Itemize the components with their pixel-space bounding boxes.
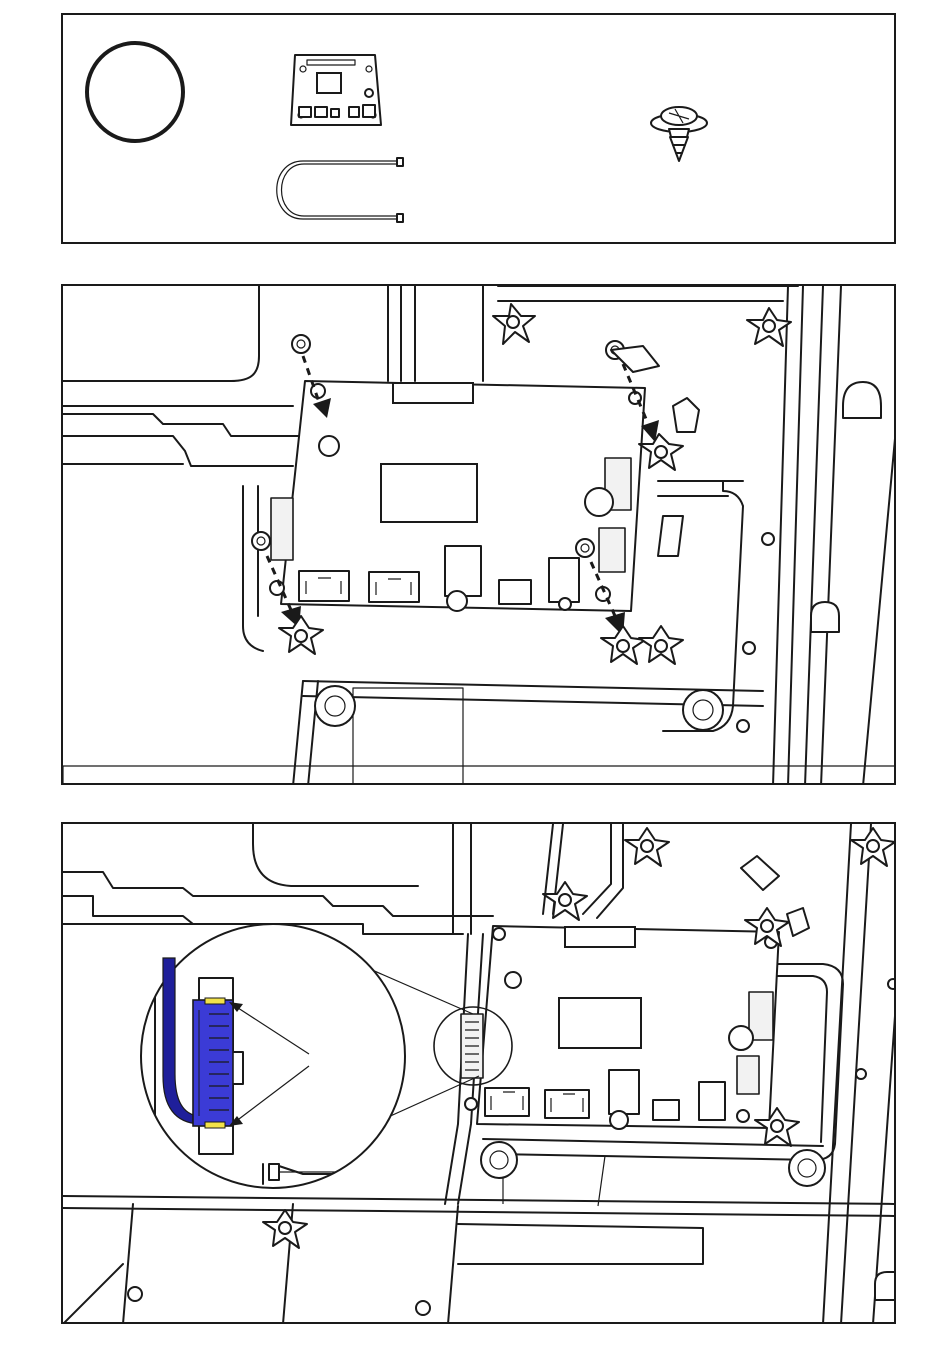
clip-icon	[611, 346, 881, 632]
board-icon	[291, 55, 381, 125]
connect-panel	[61, 822, 896, 1324]
parts-drawing	[63, 15, 896, 244]
ring-icon	[87, 43, 183, 141]
mount-drawing	[63, 286, 896, 785]
mount-panel	[61, 284, 896, 785]
connect-drawing	[63, 824, 896, 1324]
magnified-detail	[141, 924, 405, 1188]
screw-icon	[651, 107, 707, 161]
parts-panel	[61, 13, 896, 244]
board-icon	[461, 926, 779, 1129]
cable-icon	[277, 158, 403, 222]
